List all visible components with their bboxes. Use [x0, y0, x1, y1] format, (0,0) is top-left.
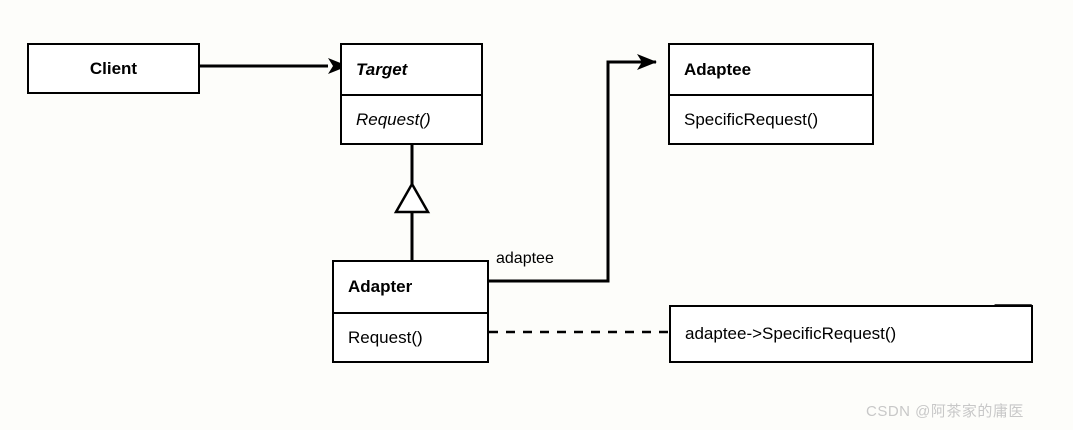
association-role-label-adaptee: adaptee [496, 250, 554, 267]
edge-client-to-target [200, 58, 348, 74]
class-box-target[interactable]: Target Request() [340, 43, 483, 145]
class-name-adaptee: Adaptee [684, 59, 752, 79]
class-name-target: Target [356, 59, 408, 79]
class-box-adaptee[interactable]: Adaptee SpecificRequest() [668, 43, 874, 145]
note-text: adaptee->SpecificRequest() [685, 324, 897, 343]
class-operation-target-request: Request() [342, 94, 481, 143]
watermark-text: CSDN @阿茶家的庸医 [866, 403, 1024, 420]
class-name-adapter: Adapter [348, 277, 413, 296]
edge-adapter-to-target [393, 145, 431, 260]
class-name-client: Client [89, 58, 138, 78]
edge-adapter-to-adaptee [489, 54, 657, 283]
class-box-adapter[interactable]: Adapter Request() [332, 260, 489, 363]
note-box-adapter-request[interactable]: adaptee->SpecificRequest() [669, 305, 1033, 363]
class-operation-adapter-request: Request() [334, 312, 487, 361]
edge-request-to-note [458, 324, 669, 340]
class-operation-adaptee-specificrequest: SpecificRequest() [670, 94, 872, 143]
class-box-client[interactable]: Client [27, 43, 200, 94]
